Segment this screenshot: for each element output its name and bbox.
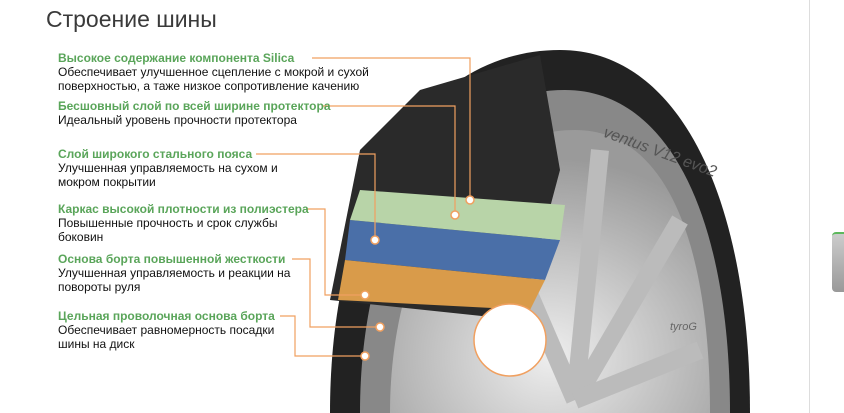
tire-icon: ventus V12 evo2 tyroG <box>330 50 750 413</box>
page-title: Строение шины <box>46 6 217 32</box>
feature-description: Идеальный уровень прочности протектора <box>58 113 297 127</box>
connector-lines <box>256 57 471 357</box>
feature-description: Улучшенная управляемость и реакции на по… <box>58 266 291 294</box>
feature-description: Обеспечивает улучшенное сцепление с мокр… <box>58 65 369 93</box>
feature-description: Улучшенная управляемость на сухом и мокр… <box>58 161 278 189</box>
feature-heading: Слой широкого стального пояса <box>58 147 253 161</box>
feature-description: Обеспечивает равномерность посадки шины … <box>58 323 275 351</box>
feature-heading: Каркас высокой плотности из полиэстера <box>58 202 309 216</box>
watermark-logo: tyroG <box>670 321 697 333</box>
side-tab-button[interactable] <box>832 232 844 292</box>
feature-description: Повышенные прочность и срок службы боков… <box>58 216 278 244</box>
feature-heading: Бесшовный слой по всей ширине протектора <box>58 99 331 113</box>
tire-feature: Бесшовный слой по всей ширине протектора… <box>58 99 358 127</box>
feature-heading: Цельная проволочная основа борта <box>58 309 275 323</box>
feature-heading: Высокое содержание компонента Silica <box>58 51 295 65</box>
divider <box>809 0 810 413</box>
feature-heading: Основа борта повышенной жесткости <box>58 252 286 266</box>
